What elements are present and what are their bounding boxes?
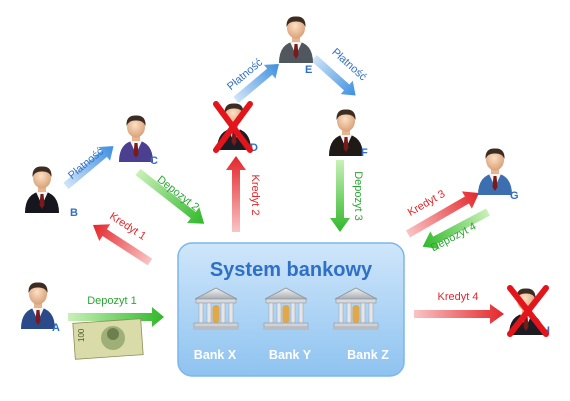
person-e: E xyxy=(279,16,313,76)
arrow-deposit-1: Depozyt 1 xyxy=(68,295,164,327)
person-g-label: G xyxy=(510,190,519,202)
person-f-label: F xyxy=(361,147,368,159)
arrow-credit-4: Kredyt 4 xyxy=(414,291,504,324)
person-c-label: C xyxy=(150,155,158,167)
person-icon xyxy=(25,166,59,213)
arrow-payment-de xyxy=(233,64,279,104)
person-d: D xyxy=(213,101,258,154)
arrow-credit-1 xyxy=(92,224,153,266)
person-b-label: B xyxy=(70,207,78,219)
banknote-100: 100 xyxy=(72,318,144,360)
label-deposit-3: Depozyt 3 xyxy=(352,171,364,221)
bank-z: Bank Z xyxy=(332,287,389,362)
arrow-payment-ef xyxy=(311,55,356,96)
cross-icon xyxy=(507,285,549,337)
label-deposit-1: Depozyt 1 xyxy=(87,295,137,307)
arrow-deposit-3 xyxy=(330,160,350,232)
person-b: B xyxy=(25,166,78,219)
bank-z-label: Bank Z xyxy=(347,348,389,362)
person-h: H xyxy=(507,285,550,337)
bank-x: Bank X xyxy=(192,287,240,362)
person-d-label: D xyxy=(250,142,258,154)
cross-icon xyxy=(213,101,253,153)
bank-y-label: Bank Y xyxy=(269,348,312,362)
arrow-payment-bc xyxy=(63,146,114,190)
person-icon xyxy=(119,115,153,162)
person-a-label: A xyxy=(52,322,60,334)
person-c: C xyxy=(119,115,158,167)
arrow-deposit-4 xyxy=(422,208,490,249)
bank-y: Bank Y xyxy=(262,287,312,362)
bank-x-label: Bank X xyxy=(194,348,237,362)
arrow-credit-3 xyxy=(406,191,480,238)
arrow-deposit-2 xyxy=(135,168,205,224)
person-e-label: E xyxy=(305,64,312,76)
banking-system-box: System bankowy Bank X Bank Y Bank Z xyxy=(177,242,405,377)
person-icon xyxy=(478,148,512,195)
label-payment-bc: Płatność xyxy=(66,145,106,182)
person-g: G xyxy=(478,148,519,202)
banknote-value: 100 xyxy=(77,328,86,342)
label-credit-2: Kredyt 2 xyxy=(249,175,261,216)
person-a: A xyxy=(21,282,60,334)
person-icon xyxy=(329,109,363,156)
person-icon xyxy=(21,282,55,329)
label-credit-4: Kredyt 4 xyxy=(438,291,479,303)
person-f: F xyxy=(329,109,368,159)
banking-system-title: System bankowy xyxy=(210,259,373,281)
arrow-credit-2 xyxy=(226,156,246,232)
person-icon xyxy=(279,16,313,63)
